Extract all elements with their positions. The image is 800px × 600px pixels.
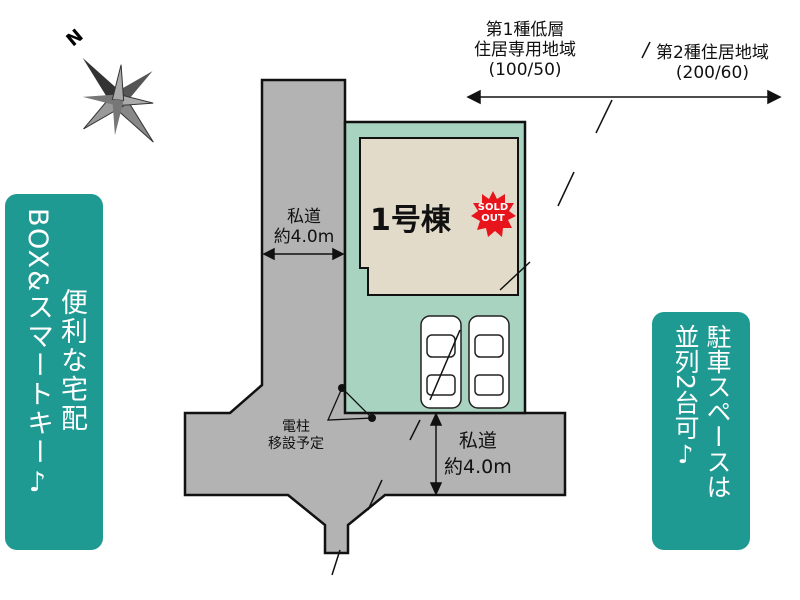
compass-north-label: N [63, 25, 88, 51]
zoning-right-line1: 第2種住居地域 [656, 43, 769, 63]
horizontal-road-label: 私道 約4.0m [444, 428, 512, 480]
feature-line2: 並列2台可♪ [671, 324, 700, 469]
feature-line1: 便利な宅配 [56, 288, 87, 433]
zoning-left-line1: 第1種低層 [485, 20, 565, 40]
feature-text: 便利な宅配 BOX&スマートキー♪ [20, 208, 88, 550]
house-footprint [359, 137, 519, 296]
road-name: 私道 [458, 430, 497, 452]
pole-note-line2: 移設予定 [268, 436, 324, 452]
feature-text: 駐車スペースは 並列2台可♪ [669, 324, 733, 550]
sold-out-text: SOLD OUT [477, 202, 509, 224]
car-icon [468, 315, 510, 409]
zoning-left-line2: 住居専用地域 [474, 40, 576, 60]
sold-out-badge: SOLD OUT [470, 191, 516, 237]
compass-icon [82, 57, 154, 143]
zoning-right-ratio: (200/60) [675, 63, 749, 83]
lot-label: 1号棟 [370, 203, 451, 238]
pole-note-line1: 電柱 [282, 419, 310, 435]
pole-relocation-note: 電柱 移設予定 [268, 419, 324, 453]
pole-relocation-marker [326, 386, 374, 421]
road-width: 約4.0m [444, 456, 512, 478]
car-icon [420, 315, 462, 409]
feature-box-delivery: 便利な宅配 BOX&スマートキー♪ [5, 194, 103, 550]
dimension-arrow [262, 247, 443, 496]
feature-line2: BOX&スマートキー♪ [22, 208, 53, 501]
vertical-road-label: 私道 約4.0m [264, 207, 344, 247]
zoning-right-label: 第2種住居地域 (200/60) [656, 43, 769, 83]
feature-line1: 駐車スペースは [703, 324, 732, 499]
road-name: 私道 [287, 207, 321, 227]
road-width: 約4.0m [273, 227, 335, 247]
zoning-left-ratio: (100/50) [488, 60, 562, 80]
zoning-left-label: 第1種低層 住居専用地域 (100/50) [474, 20, 576, 80]
zoning-boundary [331, 41, 782, 576]
feature-box-parking: 駐車スペースは 並列2台可♪ [652, 312, 750, 550]
